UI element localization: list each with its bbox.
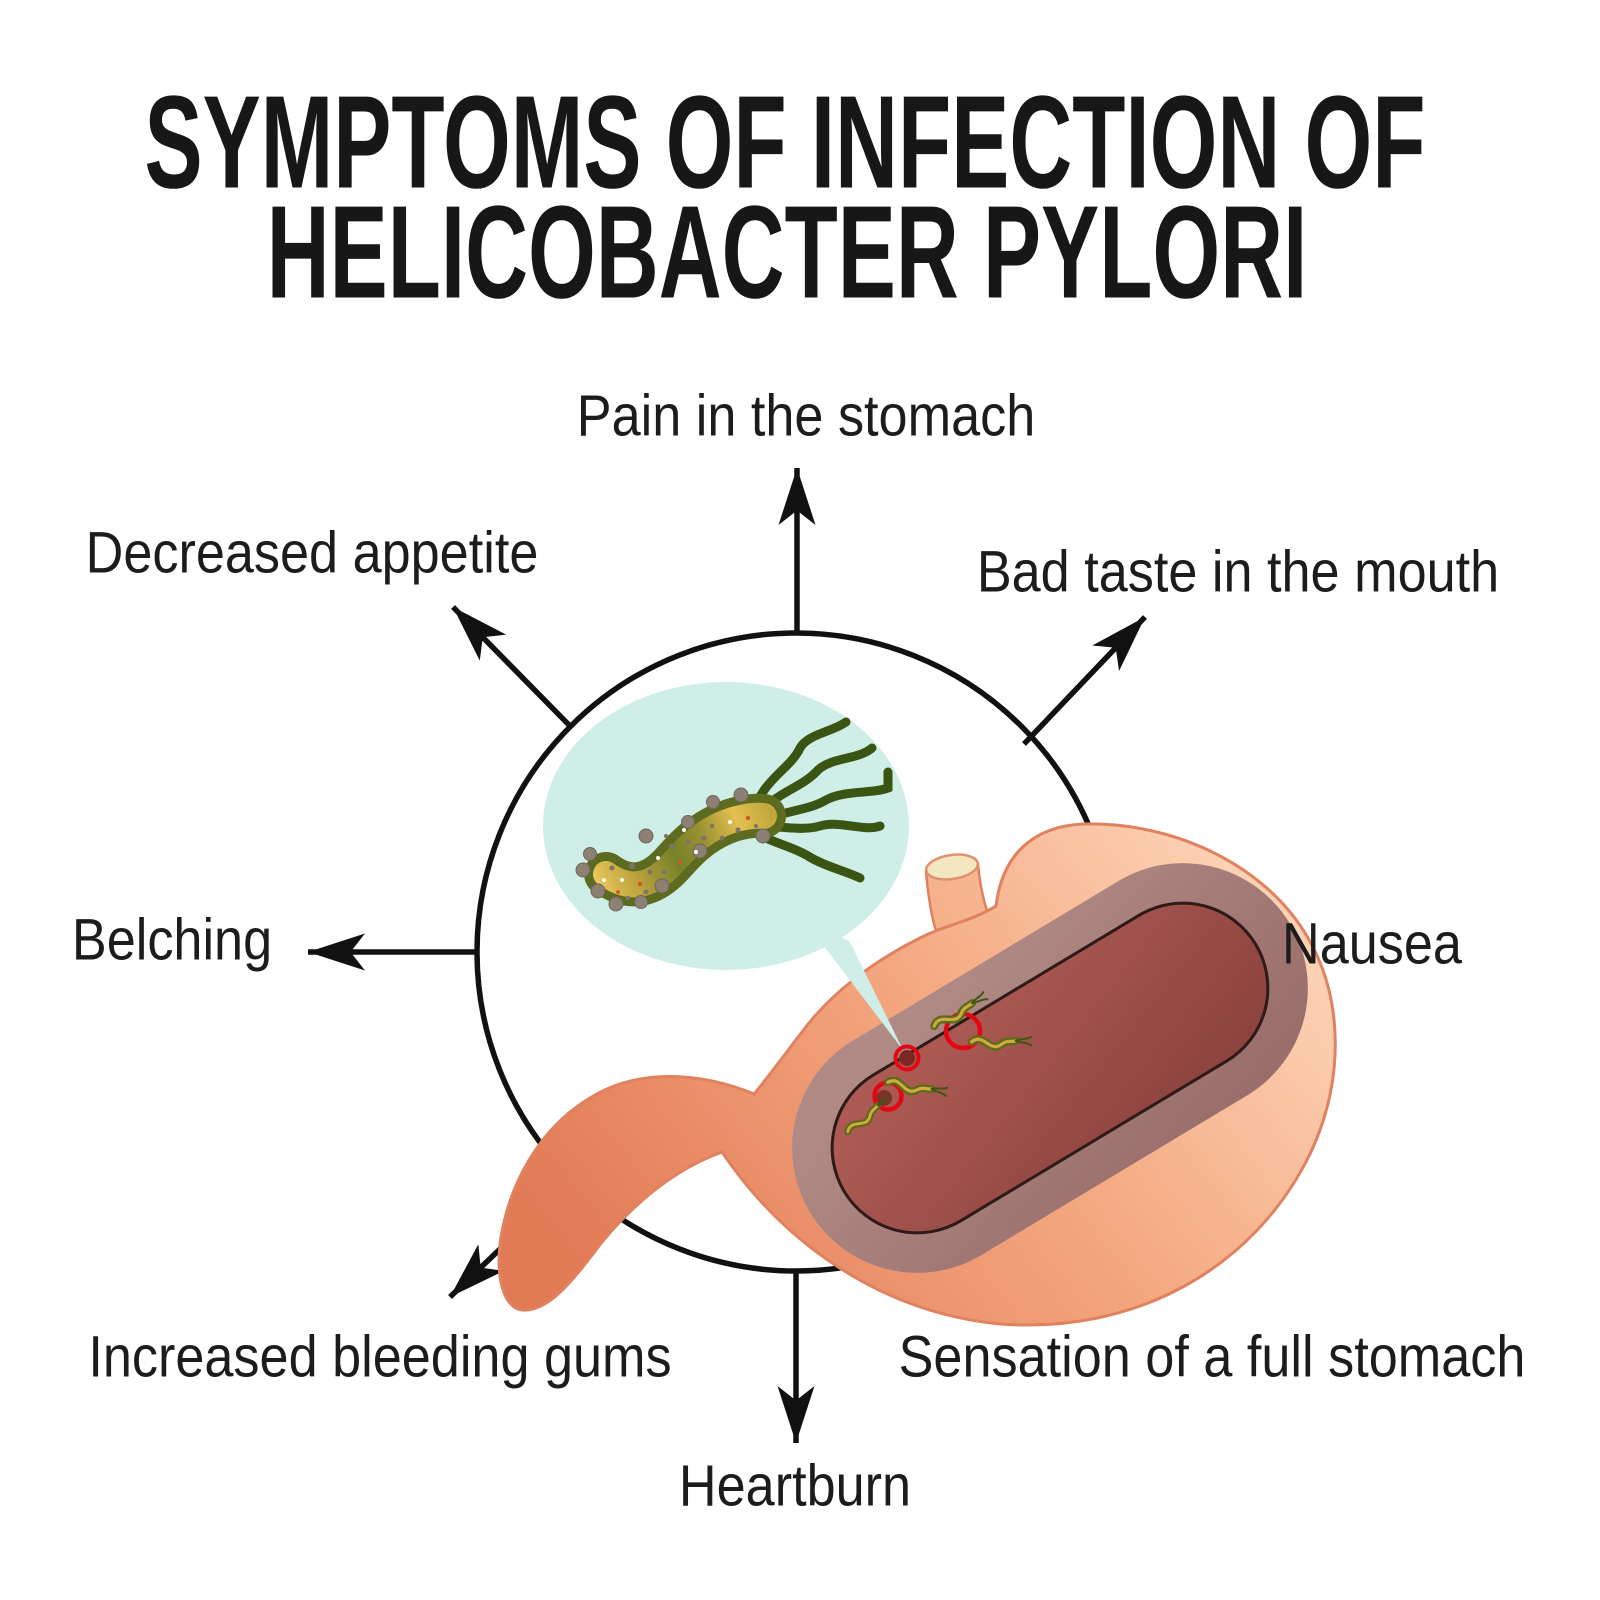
stomach-cavity <box>830 901 1270 1235</box>
cavity-bacteria <box>841 992 1033 1132</box>
esophagus-opening <box>924 853 980 881</box>
ulcer-spot <box>899 1050 915 1066</box>
bacterium-bumps <box>575 787 771 912</box>
page-title-line-1: SYMPTOMS OF INFECTION OF <box>144 68 1426 216</box>
symptom-label-nausea: Nausea <box>1282 911 1462 977</box>
symptom-label-bad-taste-in-the-mouth: Bad taste in the mouth <box>976 539 1500 605</box>
h-pylori-bacterium <box>575 717 893 912</box>
symptom-label-pain-in-the-stomach: Pain in the stomach <box>576 383 1036 449</box>
arrow-up-left <box>451 605 573 729</box>
bacterium-core <box>593 802 777 898</box>
symptom-label-decreased-appetite: Decreased appetite <box>85 520 539 586</box>
bacterium-speckles <box>602 815 758 901</box>
stomach-illustration <box>497 822 1337 1327</box>
symptom-label-heartburn: Heartburn <box>678 1453 912 1519</box>
stomach-cross-section <box>792 863 1308 1273</box>
symptom-label-belching: Belching <box>71 907 273 973</box>
ulcer-ring <box>893 1044 921 1072</box>
arrow-up-right <box>1022 615 1147 746</box>
symptom-label-sensation-of-full-stomach: Sensation of a full stomach <box>898 1324 1526 1390</box>
symptom-label-increased-bleeding-gums: Increased bleeding gums <box>88 1324 672 1390</box>
page-title-line-2: HELICOBACTER PYLORI <box>266 178 1308 326</box>
